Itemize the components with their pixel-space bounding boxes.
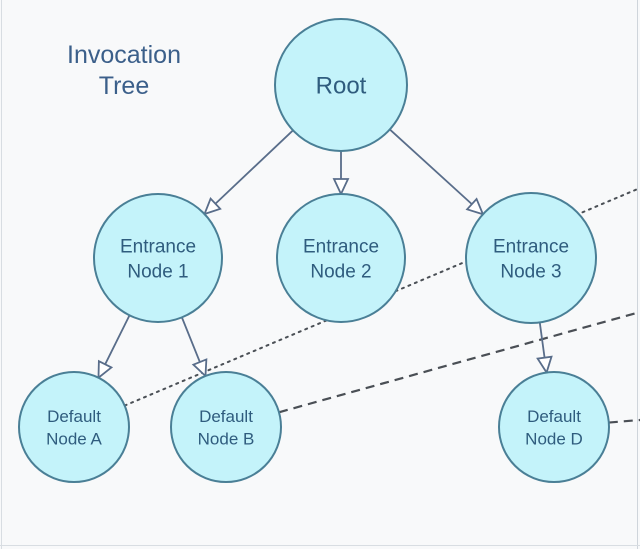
frame-border-left xyxy=(1,0,2,549)
edge-root-to-entrance-1 xyxy=(202,129,294,216)
node-label: Root xyxy=(316,73,367,100)
node-circle xyxy=(498,371,610,483)
node-label: Default xyxy=(527,407,581,426)
node-label: Default xyxy=(47,407,101,426)
node-circle xyxy=(465,192,597,324)
arrowhead-icon xyxy=(536,355,553,375)
edge-entrance-3-to-default-d xyxy=(536,322,553,375)
node-label: Default xyxy=(199,407,253,426)
edge-line xyxy=(389,128,473,205)
edge-line xyxy=(538,322,546,358)
edge-line xyxy=(104,314,131,365)
edge-line xyxy=(181,317,201,363)
diagram-title: Invocation Tree xyxy=(67,41,181,100)
node-label: Entrance xyxy=(303,236,379,257)
node-circle xyxy=(276,193,406,323)
node-label: Node D xyxy=(525,429,583,448)
edge-entrance-1-to-default-a xyxy=(97,314,131,380)
arrowhead-icon xyxy=(202,196,222,216)
node-label: Node 3 xyxy=(500,261,561,282)
arrowhead-icon xyxy=(332,178,350,197)
node-root: Root xyxy=(274,18,408,152)
edge-entrance-1-to-default-b xyxy=(181,317,208,378)
frame-border-bottom xyxy=(0,545,640,546)
edge-line xyxy=(214,129,294,205)
frame-border-right xyxy=(637,0,638,549)
node-label: Node 1 xyxy=(127,261,188,282)
arrowhead-icon xyxy=(97,359,114,380)
arrowhead-icon xyxy=(465,197,485,216)
node-label: Node 2 xyxy=(310,261,371,282)
node-circle xyxy=(170,371,282,483)
arrowhead-icon xyxy=(191,358,208,378)
node-label: Entrance xyxy=(120,236,196,257)
node-circle xyxy=(274,18,408,152)
external-link-dashed-default-b xyxy=(278,310,640,414)
node-circle xyxy=(18,371,130,483)
node-label: Node B xyxy=(198,429,255,448)
node-label: Node A xyxy=(46,429,102,448)
edge-root-to-entrance-2 xyxy=(332,151,350,197)
node-label: Entrance xyxy=(493,236,569,257)
edge-root-to-entrance-3 xyxy=(389,128,485,216)
node-circle xyxy=(93,193,223,323)
external-link-dashed-default-d xyxy=(608,418,640,424)
